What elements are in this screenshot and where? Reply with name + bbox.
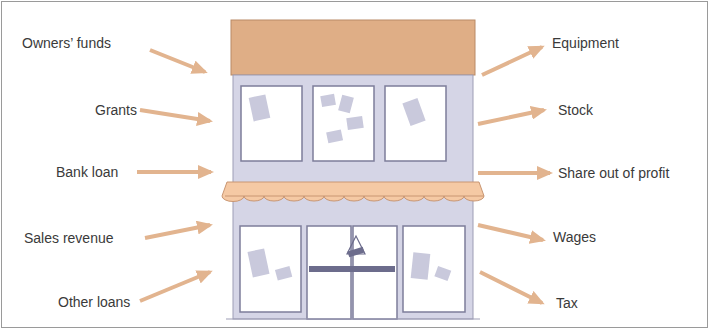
window-poster (247, 248, 269, 277)
shop-roof-band (231, 20, 475, 75)
shop-window (240, 226, 301, 312)
shop-window (403, 226, 465, 312)
inflow-arrow (140, 272, 210, 301)
window-poster (434, 266, 451, 281)
outflow-label: Wages (553, 229, 596, 245)
window-poster (338, 95, 354, 114)
outflow-label: Equipment (552, 35, 619, 51)
door-bar (309, 266, 395, 272)
shop-door (307, 226, 351, 319)
window-poster (326, 129, 343, 143)
inflow-label: Sales revenue (24, 230, 114, 246)
outflow-label: Stock (558, 102, 593, 118)
window-poster (320, 94, 336, 107)
inflow-label: Owners’ funds (22, 35, 111, 51)
inflow-arrow (140, 110, 210, 121)
shop-door (353, 226, 397, 319)
window-poster (275, 266, 292, 281)
outflow-arrow (478, 171, 550, 175)
shop-awning (222, 182, 484, 202)
upper-window (385, 86, 446, 161)
ground-line (226, 319, 480, 320)
upper-window (241, 86, 302, 161)
inflow-label: Bank loan (56, 164, 118, 180)
outflow-arrow (478, 110, 544, 124)
lower-facade (233, 196, 473, 319)
upper-window (313, 86, 374, 161)
inflow-label: Grants (95, 102, 137, 118)
outflow-label: Tax (556, 295, 578, 311)
inflow-label: Other loans (58, 294, 130, 310)
outflow-arrow (478, 225, 543, 240)
upper-facade (233, 75, 473, 183)
window-poster (411, 252, 431, 280)
window-poster (249, 94, 271, 121)
outflow-arrow (480, 272, 542, 303)
window-poster (402, 98, 425, 126)
outflow-label: Share out of profit (558, 165, 669, 181)
outflow-arrow (482, 47, 542, 75)
inflow-arrow (137, 170, 211, 174)
inflow-arrow (145, 225, 210, 238)
awning-edge (225, 196, 484, 197)
door-sign (347, 247, 364, 258)
window-poster (346, 116, 364, 130)
inflow-arrow (150, 50, 205, 72)
